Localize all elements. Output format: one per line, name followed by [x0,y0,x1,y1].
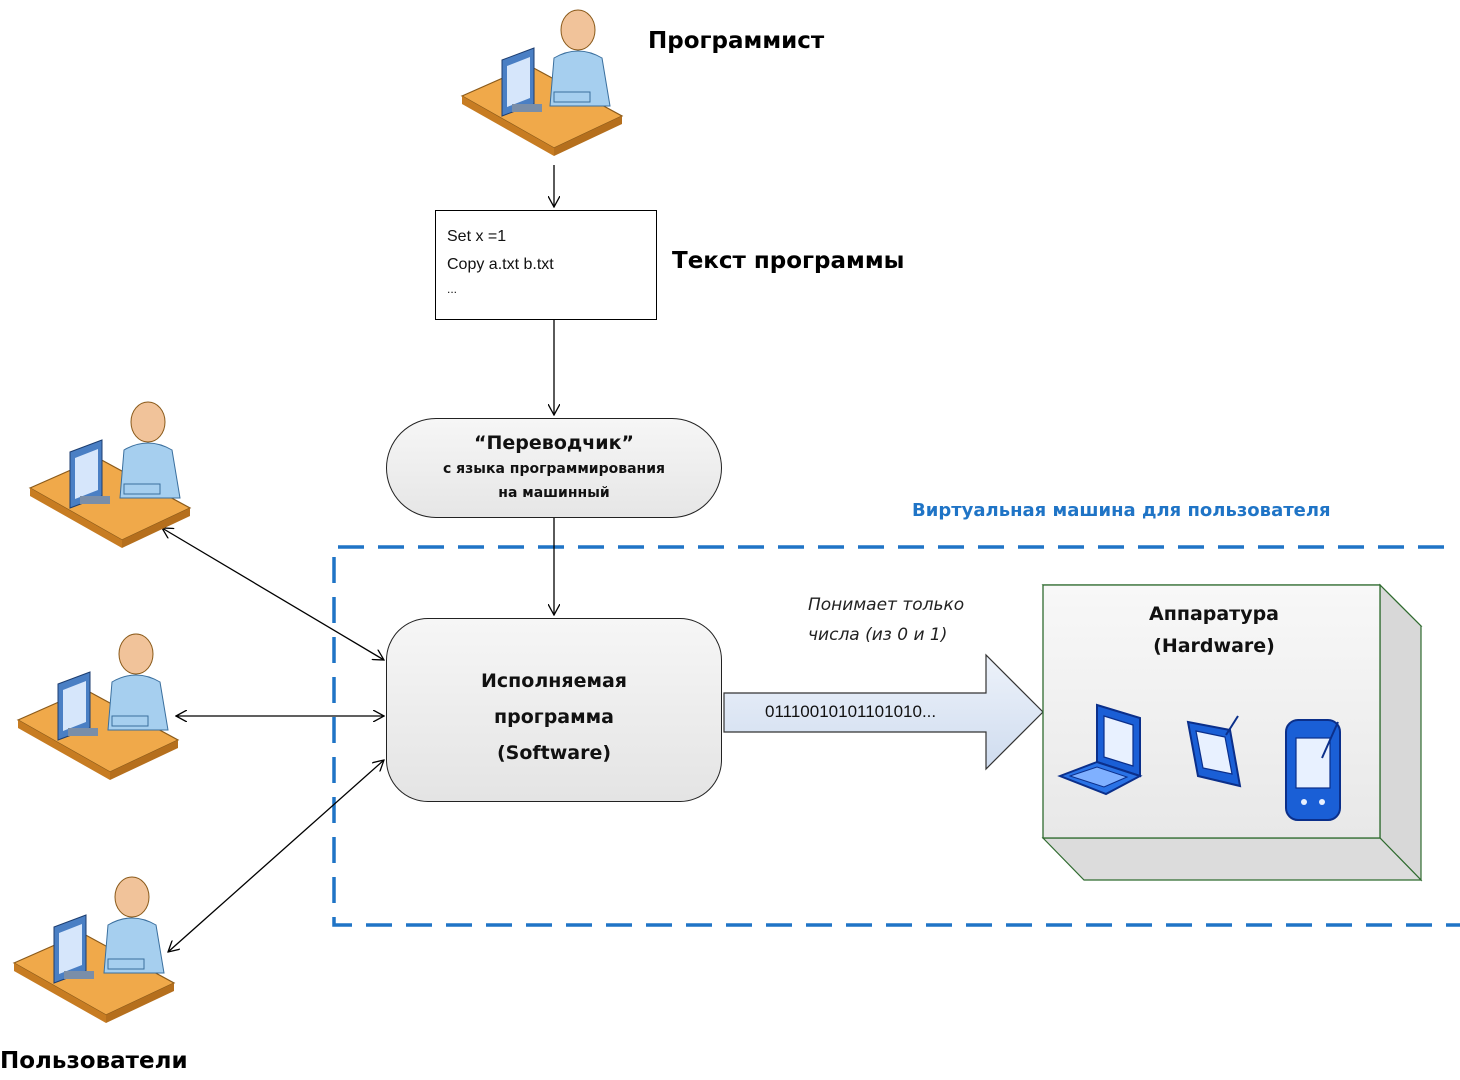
hardware-label: Аппаратура (Hardware) [1046,598,1382,662]
virtual-machine-label: Виртуальная машина для пользователя [912,500,1331,521]
executable-program-box: Исполняемая программа (Software) [386,618,722,802]
executable-line-2: программа [493,706,614,728]
binary-stream: 01110010101101010... [765,702,937,721]
virtual-machine-boundary [332,545,1460,927]
users-title: Пользователи [0,1048,188,1074]
data-flow-arrow [723,653,1044,771]
translator-title: “Переводчик” [474,432,634,454]
executable-line-3: (Software) [496,742,612,764]
code-line-1: Set x =1 [447,228,507,245]
user-figure-3 [12,876,176,1023]
hardware-line-2: (Hardware) [1153,635,1275,657]
data-flow-note-line-1: Понимает только [808,595,965,615]
translator-line-2: на машинный [498,485,610,501]
user-figure-2 [16,633,180,780]
hardware-line-1: Аппаратура [1148,603,1280,625]
translator-box: “Переводчик” с языка программирования на… [386,418,722,518]
code-line-2: Copy a.txt b.txt [447,256,554,273]
user-figure-1 [28,401,192,548]
executable-line-1: Исполняемая [480,670,628,692]
program-text-box: Set x =1 Copy a.txt b.txt ... [435,210,657,320]
programmer-title: Программист [648,28,825,54]
arrow-user3-executable [168,760,384,952]
tablet-icon [1186,715,1242,788]
programmer-figure [460,9,624,156]
code-line-3: ... [447,282,458,296]
laptop-icon [1057,703,1143,796]
data-flow-note-line-2: числа (из 0 и 1) [808,625,948,645]
hardware-box [1041,583,1423,882]
program-text-title: Текст программы [672,248,905,274]
translator-line-1: с языка программирования [443,461,665,477]
arrow-user1-executable [162,528,384,660]
pda-icon [1285,719,1341,821]
data-flow-note: Понимает только числа (из 0 и 1) [808,590,964,650]
